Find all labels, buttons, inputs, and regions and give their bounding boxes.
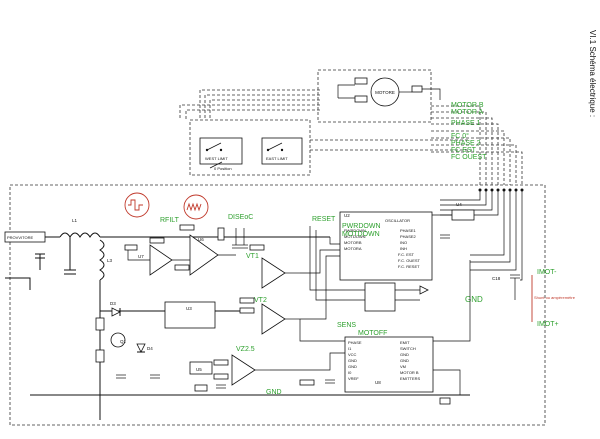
zero-position-label: 0 Position [214,166,232,171]
svg-text:F.C. EST: F.C. EST [398,252,415,257]
svg-text:MOTOR B: MOTOR B [400,370,419,375]
svg-text:GND: GND [348,358,357,363]
svg-text:MOTDOWN: MOTDOWN [344,234,366,239]
svg-text:I0: I0 [348,370,352,375]
svg-text:SWITCH: SWITCH [400,346,416,351]
svg-text:GND: GND [400,358,409,363]
svg-text:PHASE: PHASE [348,340,362,345]
net-motoff: MOTOFF [358,330,387,337]
net-motdown: MOTDOWN [342,231,380,238]
net-vt1: VT1 [246,253,259,260]
discrete-parts: D3 D4 Q1 [95,301,160,379]
u2-label: U2 [344,213,350,218]
ic-u8: U8 PHASE I1 VCC GND GND I0 VREF EMIT SWI… [270,260,471,395]
power-input: PROVVITORE [4,231,60,290]
connector-pins [440,188,524,281]
schematic-title: VI.1 Schéma électrique : [588,30,597,117]
u6-label: U6 [198,237,204,242]
u5-label: U5 [196,367,202,372]
svg-text:INO: INO [400,240,407,245]
net-phase-1: PHASE 1 [451,120,481,127]
main-board-outline [9,184,546,426]
net-vz25: VZ2.5 [236,346,255,353]
svg-text:F.C. OUEST: F.C. OUEST [398,258,421,263]
net-imot-minus: IMOT- [537,269,557,276]
u4-label: U4 [456,202,462,207]
net-phase-2: PHASE 2 [451,140,481,147]
west-limit-label: WEST LIMIT [205,156,228,161]
motor-label: MOTORE [375,90,395,95]
svg-text:MOTORB: MOTORB [344,240,362,245]
svg-text:EMIT: EMIT [400,340,410,345]
bottom-parts [299,379,451,405]
net-rfilt: RFILT [160,217,180,224]
svg-text:PWRDOWN: PWRDOWN [344,228,366,233]
net-fc-ouest: FC OUEST [451,154,487,161]
comparator-vt1: VT1 [246,244,300,289]
inductor-l1: L1 [59,218,330,275]
svg-text:VREF: VREF [348,376,359,381]
svg-text:GND: GND [348,364,357,369]
opamp-u6: U6 [174,224,236,276]
c18-label: C18 [492,276,501,281]
svg-text:PHASE2: PHASE2 [400,234,417,239]
shunt-note: Shunt ou ampèremètre [534,295,576,300]
u2-left-wiring [300,226,345,320]
u7-label: U7 [138,254,144,259]
regulator-u3: U3 [100,301,240,329]
power-input-label: PROVVITORE [7,235,33,240]
comparator-vz25: VZ2.5 [213,346,270,386]
u3-label: U3 [186,306,192,311]
d3-label: D3 [110,301,116,306]
net-pwrdown: PWRDOWN [342,223,381,230]
svg-text:INH: INH [400,246,407,251]
net-disec: DISEoC [228,214,253,221]
capacitors-u6 [232,228,248,249]
east-limit-label: EAST LIMIT [266,156,288,161]
net-fc-est: FC EST [451,147,477,154]
svg-text:OSCILLATOR: OSCILLATOR [385,218,410,223]
waveform-indicators [124,192,209,220]
cable-bus [179,89,523,185]
net-imot-plus: IMOT+ [537,321,559,328]
svg-text:VCC: VCC [348,352,357,357]
net-vt2: VT2 [254,297,267,304]
net-fc-0: FC 0° [451,132,469,140]
l1-label: L1 [72,218,78,223]
net-gnd-bottom: GND [266,389,282,396]
ic-u5: U5 [189,361,226,392]
motor-block: MOTORE [317,69,441,123]
svg-text:PHASE1: PHASE1 [400,228,417,233]
net-reset: RESET [312,216,336,223]
svg-text:F.C. RESET: F.C. RESET [398,264,420,269]
comparator-vt2: VT2 [239,297,300,335]
limit-switch-block: WEST LIMIT EAST LIMIT 0 Position [189,119,311,176]
net-gnd-right: GND [465,295,483,304]
ic-under-u2 [345,282,429,312]
opamp-u7: U7 [124,237,190,276]
ic-u4: U4 [432,202,475,239]
current-sense: C18 IMOT- Shunt ou ampèremètre IMOT+ [492,269,576,328]
svg-text:GND: GND [400,352,409,357]
svg-text:EMITTERS: EMITTERS [400,376,421,381]
q1-label: Q1 [120,339,127,344]
d4-label: D4 [147,346,153,351]
net-motor-a: MOTOR A [451,109,483,116]
u8-label: U8 [375,380,381,385]
svg-text:I1: I1 [348,346,352,351]
svg-text:MOTORA: MOTORA [344,246,362,251]
ic-u2: U2 OSCILLATOR PHASE1 PHASE2 INO INH F.C.… [339,211,433,281]
net-motor-b: MOTOR B [451,102,484,109]
l3-label: L3 [107,258,113,263]
svg-text:VM: VM [400,364,406,369]
net-sens: SENS [337,322,356,329]
